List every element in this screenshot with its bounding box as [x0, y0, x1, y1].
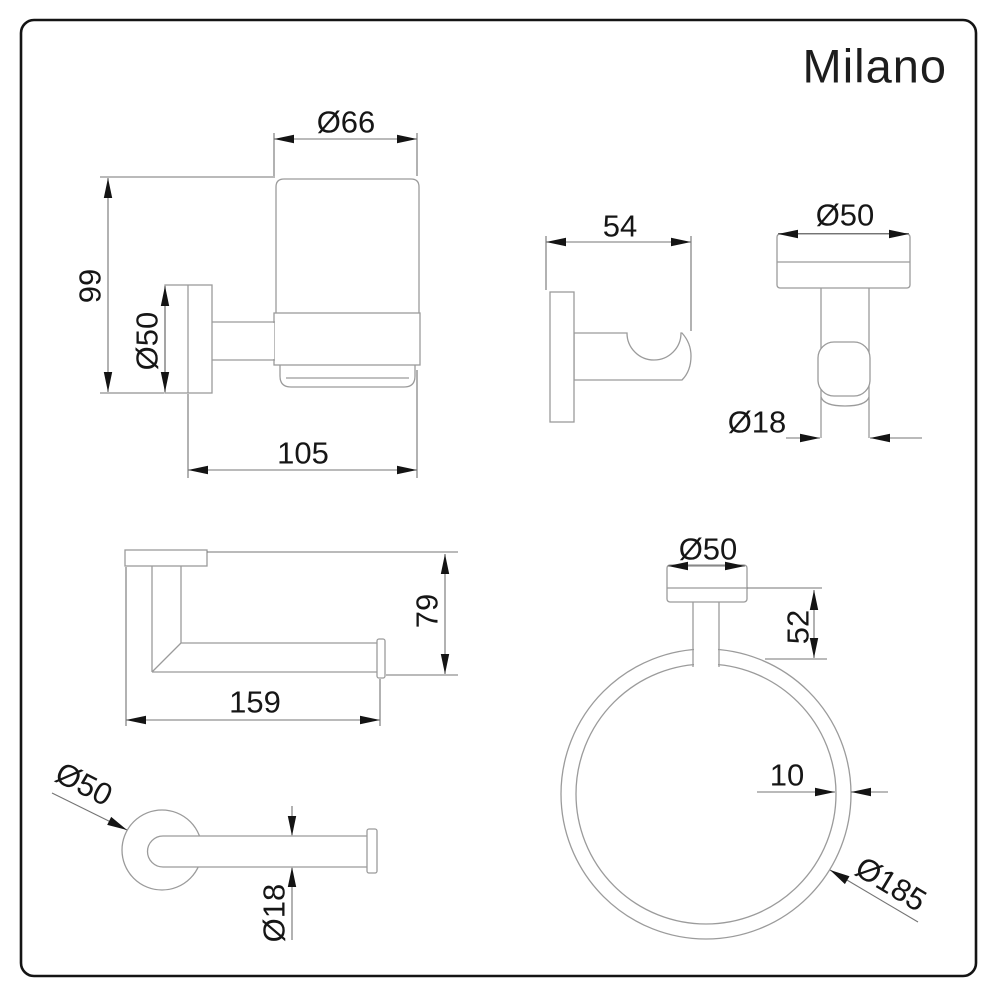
ring-inner: [575, 663, 837, 925]
dim-label-ring-drop: 52: [781, 610, 816, 644]
arrowhead: [160, 372, 170, 392]
roll-end-cap-top: [376, 638, 386, 679]
roll-length-dim-lines: [125, 567, 381, 726]
hook-arm-side: [573, 332, 692, 381]
arrowhead: [274, 134, 294, 144]
arrowhead: [800, 433, 820, 443]
roll-bar: [146, 835, 367, 868]
arrowhead: [830, 870, 850, 885]
tumbler-arm: [212, 321, 275, 361]
robe-hook-front-drawing: Ø50 Ø18: [728, 198, 922, 443]
roll-holder-top-drawing: 79 159: [124, 549, 458, 726]
arrowhead: [440, 654, 450, 674]
arrowhead: [103, 372, 113, 392]
tumbler-ring: [273, 312, 421, 366]
hook-knob: [817, 341, 871, 397]
arrowhead: [671, 237, 691, 247]
roll-end-cap-front: [366, 828, 378, 874]
dim-label-roll-plate: Ø50: [50, 755, 118, 813]
arrowhead: [126, 715, 146, 725]
hook-plate-front: [776, 233, 911, 289]
dim-label-hook-post: Ø18: [728, 405, 787, 440]
dim-label-tumbler-height: 99: [73, 269, 108, 303]
arrowhead: [188, 465, 208, 475]
tumbler-holder-drawing: Ø66 99 Ø50 105: [73, 105, 421, 478]
arrowhead: [440, 554, 450, 574]
ring-stem-fill: [694, 602, 718, 667]
arrowhead: [870, 433, 890, 443]
hook-knob-cap: [820, 396, 870, 407]
tumbler-cup-bottom: [279, 365, 416, 388]
ring-plate: [666, 564, 748, 603]
tumbler-width-dim-lines: [273, 133, 418, 176]
dim-label-tumbler-depth: 105: [277, 436, 329, 471]
roll-arm-top: [151, 566, 377, 673]
arrowhead: [809, 590, 819, 610]
sheet-border: [19, 18, 978, 978]
arrowhead: [778, 229, 798, 239]
brand-logo: Milano: [803, 40, 947, 93]
ring-stem: [692, 602, 720, 667]
robe-hook-side-drawing: 54: [545, 209, 692, 423]
dim-label-roll-height: 79: [410, 594, 445, 628]
dim-label-ring-plate: Ø50: [679, 532, 738, 567]
roll-plate-top: [124, 549, 208, 567]
tumbler-depth-dim-lines: [187, 370, 418, 478]
arrowhead: [851, 787, 871, 797]
arrowhead: [546, 237, 566, 247]
arrowhead: [809, 638, 819, 658]
dim-label-ring-diameter: Ø185: [849, 849, 932, 918]
arrowhead: [397, 465, 417, 475]
arrowhead: [287, 867, 297, 887]
arrowhead: [889, 229, 909, 239]
dim-label-tumbler-plate: Ø50: [130, 312, 165, 371]
tumbler-arm-fill: [212, 323, 274, 359]
arrowhead: [668, 561, 688, 571]
arrowhead: [360, 715, 380, 725]
arrowhead: [160, 286, 170, 306]
dim-label-hook-depth: 54: [603, 209, 637, 244]
dim-label-ring-profile: 10: [770, 758, 804, 793]
arrowhead: [397, 134, 417, 144]
roll-holder-front-drawing: Ø50 Ø18: [50, 755, 378, 943]
hook-wall-plate-side: [549, 291, 575, 423]
arrowhead: [103, 178, 113, 198]
towel-ring-drawing: Ø50 52 10 Ø185: [560, 532, 933, 940]
arrowhead: [107, 816, 127, 830]
dim-label-roll-bar: Ø18: [257, 884, 292, 943]
arrowhead: [815, 787, 835, 797]
dim-label-roll-length: 159: [229, 685, 281, 720]
dim-label-tumbler-width: Ø66: [317, 105, 376, 140]
arrowhead: [287, 816, 297, 836]
hook-depth-dim-lines: [545, 236, 692, 331]
dim-label-hook-plate: Ø50: [816, 198, 875, 233]
arrowhead: [725, 561, 745, 571]
tumbler-height-dim-lines: [100, 176, 275, 394]
